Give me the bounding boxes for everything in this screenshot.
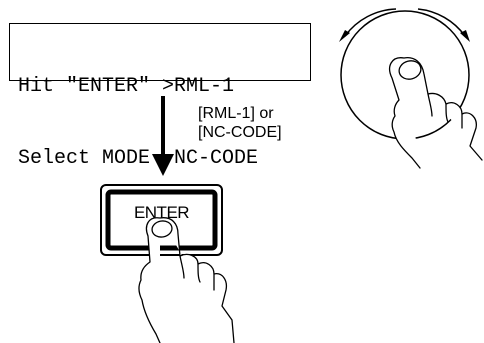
down-arrow-icon	[152, 96, 174, 176]
lcd-line-1: Hit "ENTER" >RML-1	[18, 75, 235, 98]
mode-caption: [RML-1] or [NC-CODE]	[198, 104, 282, 142]
enter-key-label: ENTER	[133, 203, 190, 222]
caption-line-1: [RML-1] or	[198, 105, 274, 122]
hand-pressing-icon	[138, 217, 235, 343]
hand-turning-dial-icon	[389, 56, 483, 169]
lcd-line-2: Select MODE NC-CODE	[18, 147, 259, 170]
lcd-display: Hit "ENTER" >RML-1 Select MODE NC-CODE	[9, 23, 311, 170]
caption-line-2: [NC-CODE]	[198, 124, 282, 141]
